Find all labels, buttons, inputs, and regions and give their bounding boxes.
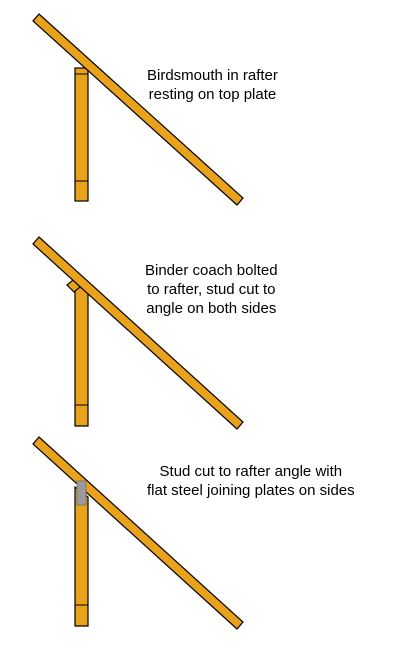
rafter-beam [32, 13, 244, 206]
caption-line: flat steel joining plates on sides [147, 482, 355, 499]
panel-binder-coach [32, 236, 244, 430]
panel-steel-plates [32, 436, 244, 630]
caption-line: Binder coach bolted [145, 262, 278, 279]
caption-binder-coach: Binder coach bolted to rafter, stud cut … [145, 261, 278, 318]
caption-line: resting on top plate [148, 86, 277, 103]
caption-line: Birdsmouth in rafter [147, 67, 278, 84]
caption-line: to rafter, stud cut to [147, 281, 276, 298]
rafter-beam [32, 236, 244, 430]
caption-steel-plates: Stud cut to rafter angle with flat steel… [147, 462, 355, 500]
panel-birdsmouth [32, 13, 244, 206]
stud-post [74, 67, 89, 202]
steel-joining-plate [76, 480, 87, 506]
caption-birdsmouth: Birdsmouth in rafter resting on top plat… [147, 66, 278, 104]
caption-line: angle on both sides [146, 300, 277, 317]
caption-line: Stud cut to rafter angle with [159, 463, 343, 480]
